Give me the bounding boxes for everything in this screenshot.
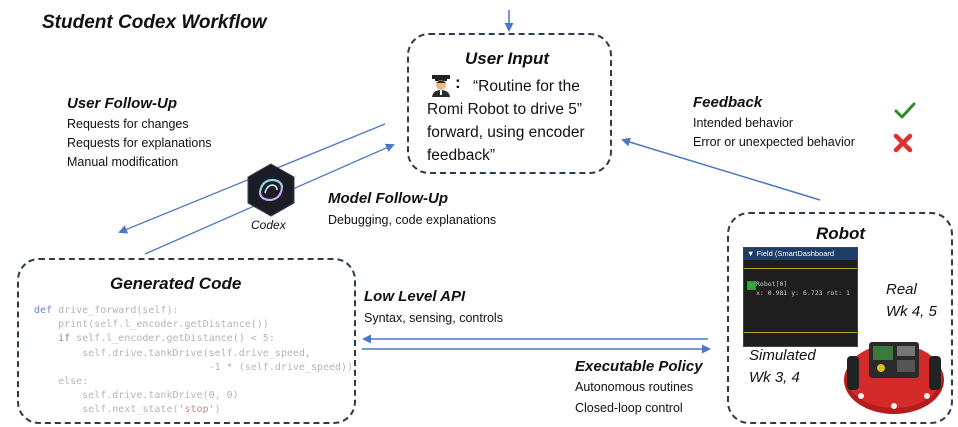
code-line-6: else: <box>34 376 89 388</box>
generated-code-title: Generated Code <box>110 274 242 293</box>
robot-values: x: 0.981 y: 6.723 rot: 1 <box>756 289 850 297</box>
code-line-4: self.drive.tankDrive(self.drive_speed, <box>34 347 311 359</box>
codex-label: Codex <box>251 218 286 232</box>
code-line-3: if self.l_encoder.getDistance() < 5: <box>58 333 275 345</box>
executable-policy-item-2: Closed-loop control <box>575 401 683 415</box>
simulated-label: Simulated <box>749 347 816 364</box>
model-followup-title: Model Follow-Up <box>328 190 448 207</box>
feedback-item-2: Error or unexpected behavior <box>693 135 855 149</box>
simulated-weeks: Wk 3, 4 <box>749 369 800 386</box>
dropdown-triangle-icon: ▼ <box>747 249 757 258</box>
robot-box: Robot ▼ Field (SmartDashboard Robot[0] x… <box>727 212 953 424</box>
check-icon <box>894 101 916 126</box>
robot-label: Robot[0] <box>756 280 788 288</box>
feedback-arrow <box>621 137 821 201</box>
model-followup-text: Debugging, code explanations <box>328 213 497 227</box>
code-line-5: -1 * (self.drive_speed)) <box>34 361 354 373</box>
user-followup-item-1: Requests for changes <box>67 117 189 131</box>
codex-logo <box>244 162 298 223</box>
colon-mark: : <box>455 73 461 92</box>
smartdashboard-panel: ▼ Field (SmartDashboard Robot[0] x: 0.98… <box>743 247 858 347</box>
code-block: def drive_forward(self): print(self.l_en… <box>34 304 353 418</box>
user-input-quote-2: Romi Robot to drive 5” <box>427 101 583 118</box>
cross-icon <box>893 133 913 158</box>
field-bottom-line <box>744 332 857 333</box>
user-input-quote-4: feedback” <box>427 147 496 164</box>
romi-robot-image <box>841 322 947 425</box>
executable-policy-title: Executable Policy <box>575 358 703 375</box>
low-level-api-text: Syntax, sensing, controls <box>364 311 503 325</box>
executable-policy-item-1: Autonomous routines <box>575 380 694 394</box>
code-line-1: def drive_forward(self): <box>34 305 179 316</box>
field-top-line <box>744 268 857 269</box>
page-title: Student Codex Workflow <box>42 12 267 33</box>
real-weeks: Wk 4, 5 <box>886 303 937 320</box>
robot-marker-icon <box>747 281 756 290</box>
smartdashboard-title: ▼ Field (SmartDashboard <box>744 248 857 260</box>
user-followup-item-3: Manual modification <box>67 155 179 169</box>
real-label: Real <box>886 281 917 298</box>
user-followup-title: User Follow-Up <box>67 95 178 112</box>
low-level-api-title: Low Level API <box>364 288 466 305</box>
student-icon <box>429 73 453 102</box>
feedback-item-1: Intended behavior <box>693 116 794 130</box>
feedback-title: Feedback <box>693 94 763 111</box>
code-line-7: self.drive.tankDrive(0, 0) <box>34 390 239 402</box>
generated-code-box: Generated Code def drive_forward(self): … <box>17 258 356 424</box>
robot-title: Robot <box>816 224 866 243</box>
code-line-8: self.next_state('stop') <box>34 404 221 416</box>
user-input-quote-3: forward, using encoder <box>427 124 585 141</box>
code-line-2: print(self.l_encoder.getDistance()) <box>34 319 269 331</box>
user-input-title: User Input <box>465 49 550 68</box>
user-input-box: User Input : “Routine for the Romi Robot… <box>407 33 612 174</box>
user-followup-item-2: Requests for explanations <box>67 136 212 150</box>
user-input-quote-1: “Routine for the <box>473 78 580 95</box>
